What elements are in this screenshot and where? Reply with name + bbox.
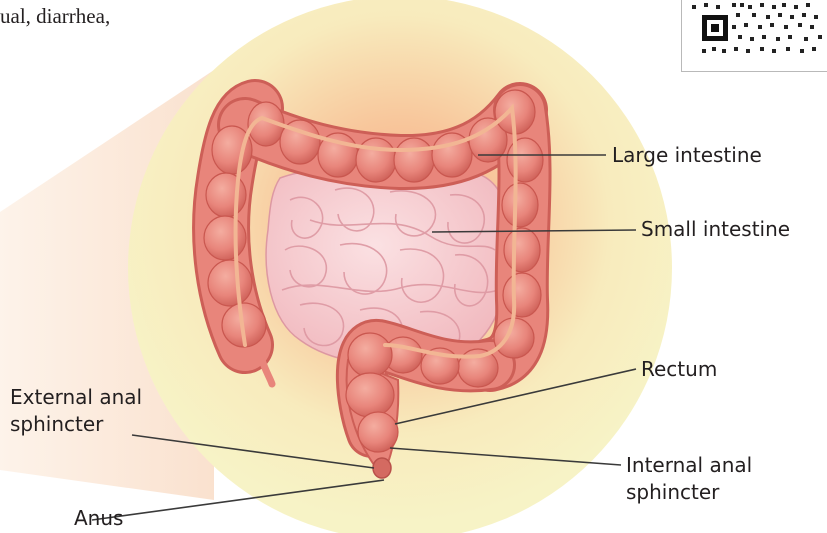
label-small-intestine: Small intestine: [641, 216, 790, 243]
label-internal-anal-sphincter: Internal anal sphincter: [626, 452, 752, 506]
qr-code-icon[interactable]: [681, 0, 827, 72]
label-anus: Anus: [74, 505, 123, 532]
label-large-intestine: Large intestine: [612, 142, 762, 169]
label-rectum: Rectum: [641, 356, 717, 383]
qr-code-pattern: [682, 0, 827, 72]
label-internal-anal-sphincter-line1: Internal anal: [626, 452, 752, 479]
label-external-anal-sphincter-line1: External anal: [10, 384, 142, 411]
label-internal-anal-sphincter-line2: sphincter: [626, 479, 752, 506]
label-external-anal-sphincter: External anal sphincter: [10, 384, 142, 438]
label-external-anal-sphincter-line2: sphincter: [10, 411, 142, 438]
